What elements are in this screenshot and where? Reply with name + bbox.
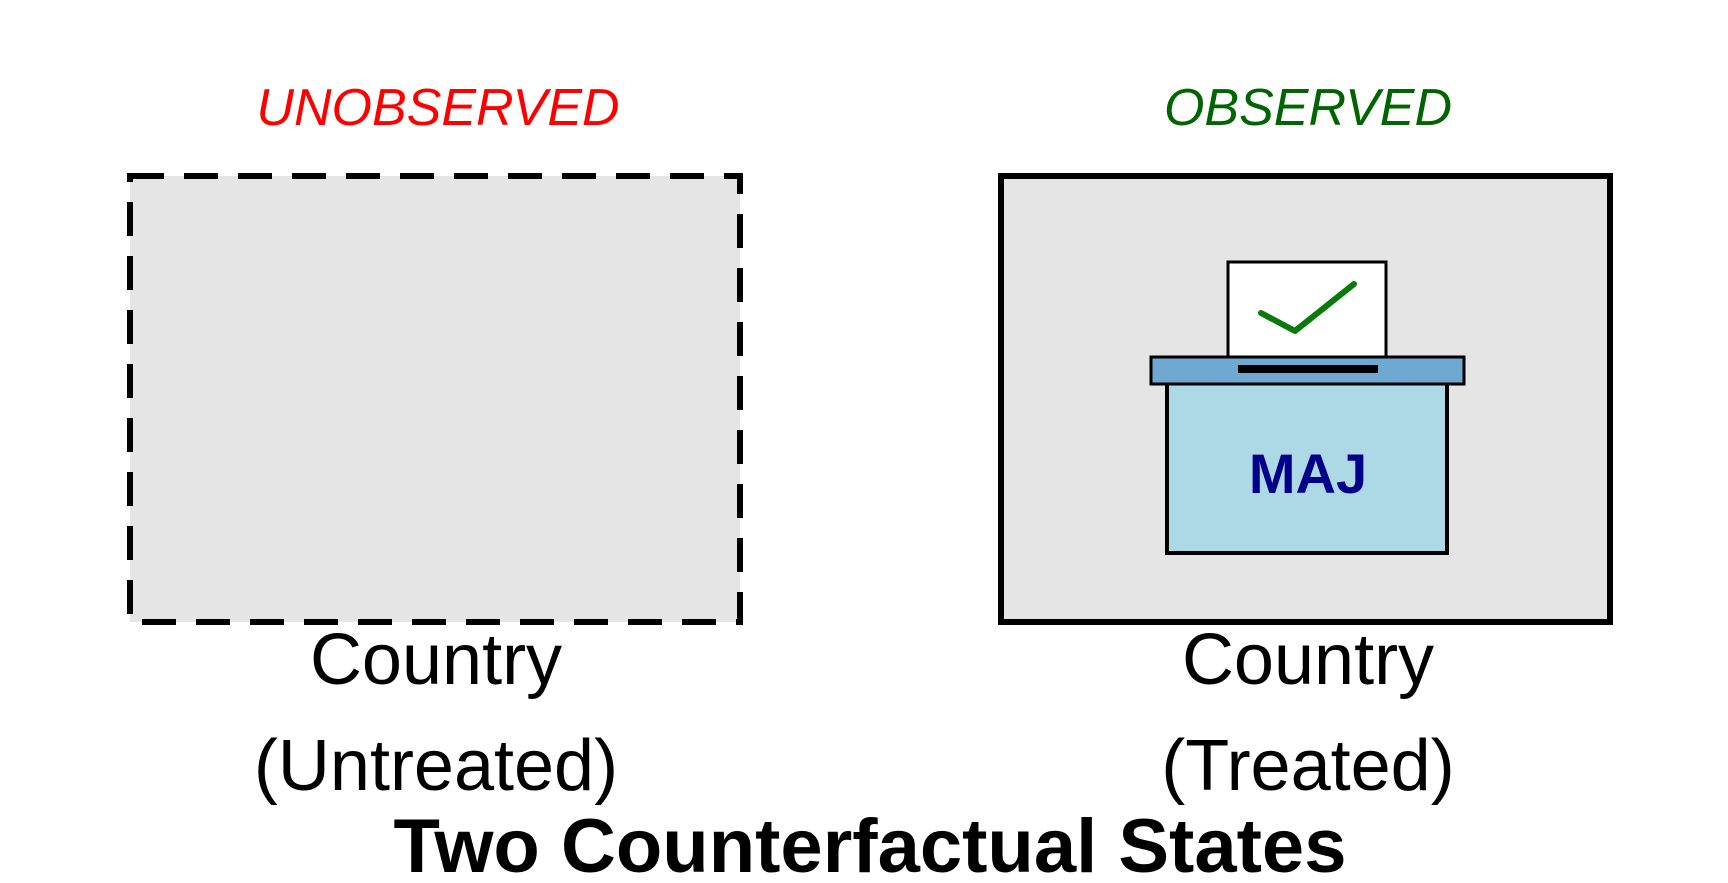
ballot-paper [1226, 260, 1388, 362]
ballot-box-label: MAJ [1249, 442, 1367, 505]
right-status-label: OBSERVED [1164, 79, 1452, 137]
right-panel: OBSERVED MAJ Country (Treated) [998, 79, 1613, 806]
right-treatment-label: (Treated) [1161, 726, 1454, 806]
left-treatment-label: (Untreated) [254, 726, 618, 806]
left-panel-box-dashed [127, 173, 743, 625]
left-panel: UNOBSERVED Country (Untreated) [127, 79, 743, 806]
diagram-title: Two Counterfactual States [394, 804, 1347, 883]
left-country-label: Country [310, 620, 562, 700]
ballot-box-icon: MAJ [1149, 260, 1466, 555]
checkmark-icon [1258, 281, 1357, 334]
right-country-label: Country [1182, 620, 1434, 700]
left-status-label: UNOBSERVED [256, 79, 619, 137]
ballot-box-slot [1238, 365, 1378, 373]
